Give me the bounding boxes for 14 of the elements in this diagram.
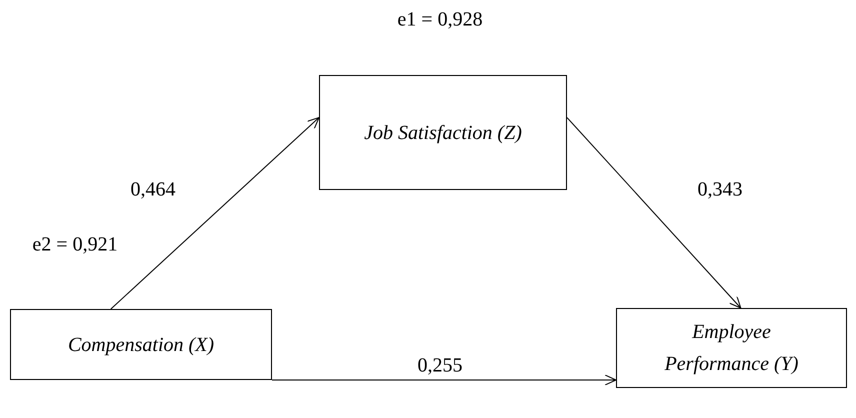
error-term: e1 = 0,928: [397, 8, 483, 32]
path-coefficient: 0,255: [418, 354, 462, 378]
variable-name: Compensation (X): [68, 332, 214, 358]
variable-box: [616, 308, 847, 388]
variable-name: Job Satisfaction (Z): [364, 120, 522, 146]
path-coefficient: 0,343: [698, 178, 742, 202]
path-coefficient: 0,464: [130, 178, 176, 202]
arrow: [566, 117, 742, 308]
arrow: [272, 374, 616, 386]
arrow: [110, 117, 320, 310]
error-term: e2 = 0,921: [32, 234, 118, 256]
variable-name: Employee Performance (Y): [664, 320, 800, 377]
variable-box: [319, 75, 567, 190]
variable-box: [10, 309, 272, 380]
